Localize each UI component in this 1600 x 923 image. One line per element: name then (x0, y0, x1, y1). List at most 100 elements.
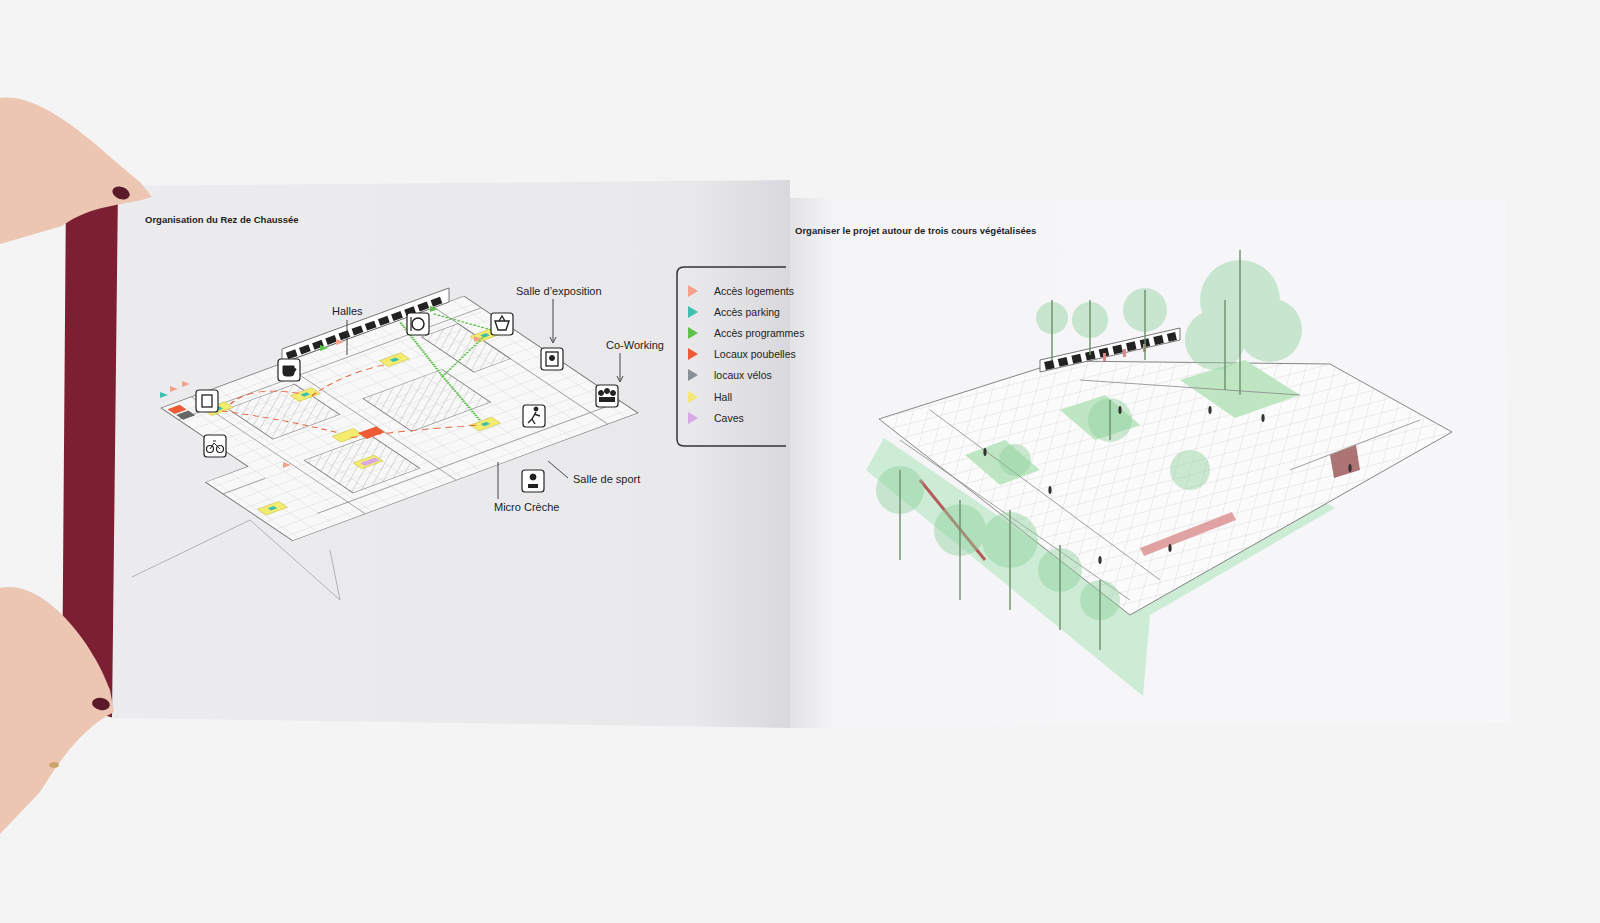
hands (91, 697, 111, 712)
ground-floor-axonometric (287, 299, 444, 356)
hands (0, 587, 114, 834)
ground-floor-axonometric (160, 306, 482, 468)
legend-text: Accès parking (714, 306, 780, 318)
courtyards-axonometric (876, 260, 1302, 620)
courtyards-axonometric (1330, 445, 1360, 478)
ground-floor-axonometric (143, 312, 591, 515)
ground-floor-axonometric (202, 395, 212, 407)
courtyards-axonometric (879, 361, 1452, 615)
legend-swatch (688, 369, 698, 381)
booklet (62, 180, 1510, 728)
ground-floor-axonometric (596, 385, 618, 407)
legend-swatch (688, 348, 698, 360)
ground-floor-axonometric (430, 306, 438, 312)
ground-floor-axonometric (611, 391, 616, 396)
courtyards-axonometric (1208, 406, 1211, 414)
ground-floor-axonometric (283, 366, 296, 376)
courtyards-axonometric (1238, 298, 1302, 362)
page-title: Organisation du Rez de Chaussée (145, 214, 299, 225)
ground-floor-axonometric (153, 317, 580, 511)
courtyards-axonometric (879, 361, 1452, 615)
courtyards-axonometric (920, 480, 985, 560)
courtyards-axonometric (983, 406, 1351, 564)
ground-floor-axonometric (283, 462, 291, 468)
hands (0, 98, 152, 244)
ground-floor-axonometric (360, 457, 380, 466)
legend-swatch (688, 285, 698, 297)
ground-floor-axonometric (258, 501, 288, 515)
ground-floor-axonometric (605, 389, 610, 394)
courtyards-axonometric (866, 250, 1452, 696)
ground-floor-axonometric (301, 392, 311, 397)
ground-floor-axonometric (278, 359, 300, 381)
hands (110, 184, 131, 201)
ground-floor-axonometric (407, 313, 429, 335)
ground-floor-axonometric (390, 357, 400, 362)
ground-floor-axonometric (176, 411, 195, 420)
legend-swatch (688, 306, 698, 318)
ground-floor-axonometric (470, 417, 500, 431)
courtyards-axonometric (1040, 328, 1180, 372)
courtyards-axonometric (1045, 336, 1176, 366)
booklet (112, 180, 790, 728)
ground-floor-axonometric (550, 356, 555, 361)
ground-floor-axonometric (228, 384, 340, 439)
courtyards-axonometric (900, 250, 1240, 650)
ground-floor-axonometric (410, 317, 411, 331)
legend-text: Accès logements (714, 285, 794, 297)
courtyards-axonometric (1118, 406, 1121, 414)
courtyards-axonometric (1052, 250, 1240, 395)
courtyards-axonometric (1348, 464, 1351, 472)
legend-entry: Hall (688, 391, 732, 403)
ground-floor-axonometric (320, 345, 328, 351)
ground-floor-axonometric (528, 412, 540, 424)
ground-floor-axonometric (363, 369, 491, 431)
ground-floor-axonometric (358, 426, 385, 439)
legend-text: Accès programmes (714, 327, 804, 339)
courtyards-axonometric (900, 400, 1110, 650)
ground-floor-axonometric (196, 390, 218, 412)
ground-floor-axonometric (546, 352, 558, 366)
legend-entry: Accès logements (688, 285, 794, 297)
courtyards-axonometric (1048, 486, 1051, 494)
courtyards-axonometric (1140, 512, 1236, 556)
ground-floor-axonometric (282, 288, 449, 363)
room-label: Salle d’exposition (516, 285, 602, 297)
ground-floor-axonometric (481, 422, 491, 427)
legend-entry: locaux vélos (688, 369, 772, 381)
legend-swatch (688, 306, 698, 318)
ground-floor-axonometric (182, 381, 190, 387)
courtyards-axonometric (1168, 544, 1171, 552)
ground-floor-axonometric (119, 296, 638, 541)
ground-floor-axonometric (132, 520, 340, 600)
ground-floor-axonometric (548, 461, 568, 478)
ground-floor-axonometric (491, 313, 513, 335)
ground-floor-axonometric (268, 506, 278, 511)
legend-text: Locaux poubelles (714, 348, 796, 360)
ground-floor-axonometric (522, 470, 544, 492)
courtyards-axonometric (900, 380, 1420, 600)
ground-floor-axonometric (412, 318, 424, 330)
legend-entry: Caves (688, 412, 744, 424)
legend-text: Hall (714, 391, 732, 403)
legend-swatch (688, 412, 698, 424)
ground-floor-axonometric (474, 336, 482, 342)
ground-floor-axonometric (160, 392, 168, 398)
ground-floor-axonometric (119, 296, 638, 541)
courtyards-axonometric (1098, 556, 1101, 564)
ground-floor-axonometric (541, 348, 563, 370)
room-label: Salle de sport (573, 473, 640, 485)
ground-floor-axonometric (498, 462, 499, 499)
ground-floor-axonometric (495, 316, 509, 330)
courtyards-axonometric (983, 448, 986, 456)
ground-floor-axonometric (170, 386, 178, 392)
legend-swatch (688, 412, 698, 424)
legend-text: Caves (714, 412, 744, 424)
ground-floor-axonometric (332, 428, 362, 442)
booklet (790, 198, 1510, 728)
courtyards-axonometric (1185, 310, 1245, 370)
courtyards-axonometric (999, 444, 1031, 476)
courtyards-axonometric (1170, 450, 1210, 490)
hands (49, 762, 59, 768)
